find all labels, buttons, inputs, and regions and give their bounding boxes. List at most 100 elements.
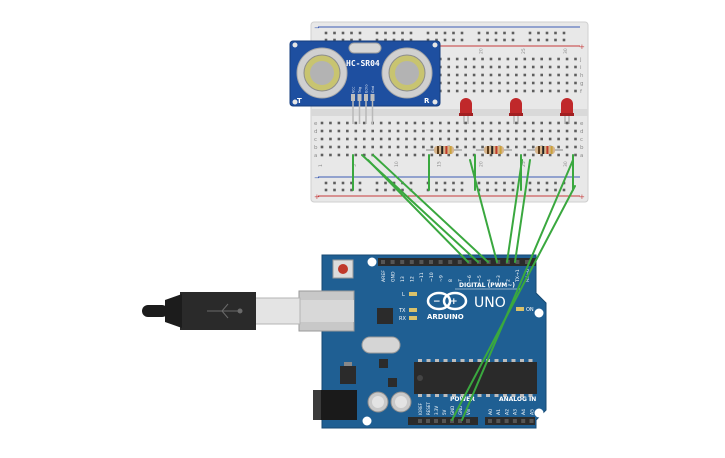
row-letter: c: [314, 137, 317, 143]
digital-socket: [515, 260, 520, 264]
red-led: [509, 98, 523, 124]
digital-pin-label: ~11: [419, 272, 425, 282]
sensor-pin-label: Gnd: [371, 86, 375, 93]
usb-symbol-icon: [207, 303, 243, 319]
sensor-crystal: [348, 42, 382, 54]
analog-pin-label: A5: [529, 409, 535, 415]
chip-pin: [435, 394, 439, 397]
chip-pin: [511, 359, 516, 362]
sensor-r-mark: R: [424, 97, 430, 105]
jumper-wire: [367, 159, 469, 263]
column-number: 5: [352, 164, 358, 167]
row-letter: g: [580, 81, 584, 87]
sensor-pin: [370, 94, 375, 101]
chip-pin: [528, 359, 533, 362]
jumper-wire: [514, 159, 531, 263]
digital-pin-label: ~9: [438, 275, 444, 282]
digital-pin-label: ~3: [496, 275, 502, 282]
row-letter: a: [314, 153, 317, 159]
digital-header[interactable]: [378, 258, 536, 266]
analog-header[interactable]: [485, 417, 535, 425]
sensor-pin: [357, 94, 362, 101]
red-led: [459, 98, 473, 124]
reset-button[interactable]: [332, 259, 354, 279]
row-letter: e: [314, 121, 318, 127]
sensor-pin-label: Trig: [358, 87, 362, 94]
chip-pin: [520, 359, 524, 362]
row-letter: j: [579, 57, 582, 63]
digital-socket: [467, 260, 472, 264]
row-letter: e: [580, 121, 584, 127]
digital-socket: [400, 260, 405, 264]
row-letter: c: [580, 137, 583, 143]
digital-pin-label: 4: [486, 279, 492, 282]
power-pin-label: 5V: [442, 409, 447, 415]
analog-socket: [529, 419, 534, 423]
led-rx-label: RX: [399, 316, 406, 322]
sensor-pin: [364, 94, 368, 101]
digital-pin-label: 8: [448, 279, 454, 282]
arduino-uno-board[interactable]: L TX RX ON − + ARDUINO UNO DIGITAL (PWM~…: [298, 254, 547, 429]
chip-pin: [418, 359, 422, 362]
power-sockets: [418, 419, 534, 423]
sensor-pin-label: Echo: [365, 85, 369, 94]
usb-chip: [377, 308, 393, 324]
receiver-icon: [381, 47, 433, 99]
digital-socket: [381, 260, 385, 264]
analog-socket: [496, 419, 501, 423]
small-chip: [388, 378, 397, 387]
led-l-label: L: [402, 292, 405, 298]
column-number: 20: [479, 161, 485, 167]
usb-cable[interactable]: [142, 292, 301, 330]
transmitter-icon: [296, 47, 348, 99]
resistor: [426, 146, 462, 154]
column-number: 20: [479, 48, 485, 54]
chip-pin: [477, 359, 482, 362]
chip-pin: [520, 394, 524, 397]
mount-hole: [534, 408, 544, 418]
jumper-wire: [372, 154, 489, 263]
svg-text:+: +: [450, 297, 458, 307]
chip-pin: [503, 394, 507, 397]
analog-header-label: ANALOG IN: [499, 396, 536, 403]
chip-pin: [469, 359, 473, 362]
power-socket: [442, 419, 446, 423]
digital-socket: [429, 260, 433, 264]
analog-pin-label: A0: [488, 409, 494, 415]
row-letter: b: [314, 145, 318, 151]
rail-minus-bottom: −: [314, 174, 320, 182]
sensor-model-label: HC-SR04: [346, 59, 380, 68]
chip-pin: [460, 359, 465, 362]
jumper-wires[interactable]: [352, 154, 576, 421]
analog-socket: [521, 419, 526, 423]
mount-hole: [534, 308, 544, 318]
row-letter: d: [314, 129, 318, 135]
analog-pin-label: A3: [513, 409, 519, 415]
analog-socket: [504, 419, 509, 423]
chip-pin: [452, 394, 456, 397]
jumper-wire: [451, 185, 576, 421]
jumper-wire: [506, 159, 523, 263]
row-letter: a: [580, 153, 583, 159]
chip-pin: [494, 394, 499, 397]
column-number: 10: [394, 161, 400, 167]
chip-pin: [418, 394, 422, 397]
svg-text:−: −: [433, 297, 441, 307]
rail-minus-top: −: [314, 24, 320, 32]
status-leds: L TX RX ON: [398, 292, 534, 322]
power-pin-label: Vin: [466, 408, 471, 415]
digital-socket: [390, 260, 395, 264]
power-socket: [434, 419, 438, 423]
jumper-wire: [469, 159, 498, 263]
rail-plus-bottom-right: +: [579, 193, 585, 201]
crystal: [361, 336, 401, 354]
top-power-rail: [324, 31, 566, 42]
small-chip: [379, 359, 388, 368]
digital-pin-label: ~10: [429, 272, 435, 282]
sensor-pin: [351, 94, 355, 101]
row-letter: d: [580, 129, 584, 135]
